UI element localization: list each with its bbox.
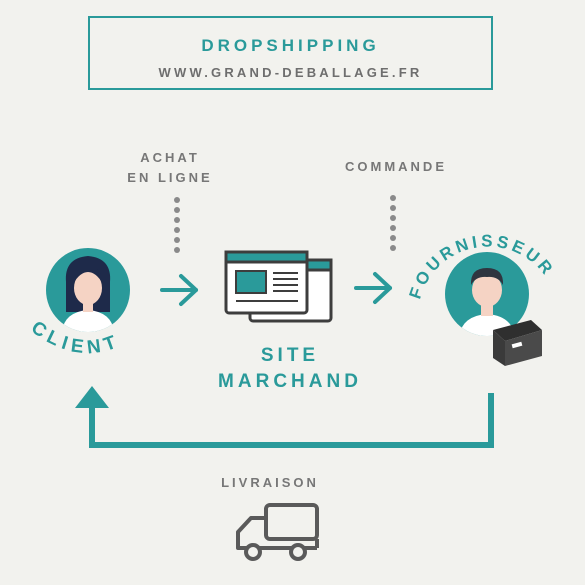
livraison-label: LIVRAISON (221, 475, 319, 490)
website-url: WWW.GRAND-DEBALLAGE.FR (158, 65, 423, 80)
browser-windows-icon (224, 250, 333, 323)
achat-line-2: EN LIGNE (127, 170, 213, 185)
site-marchand-label: SITE MARCHAND (180, 343, 400, 395)
site-line-1: SITE (260, 345, 320, 366)
achat-en-ligne-label: ACHAT EN LIGNE (108, 148, 232, 188)
page-title: DROPSHIPPING (201, 36, 380, 55)
delivery-return-arrow (75, 386, 494, 448)
commande-label: COMMANDE (345, 159, 447, 174)
man-avatar-icon (445, 252, 529, 336)
commande-dotted-line (390, 195, 396, 251)
arrow-right-icon (354, 272, 392, 304)
woman-avatar-icon (46, 248, 130, 332)
arrow-right-icon (160, 274, 198, 306)
achat-dotted-line (174, 197, 180, 253)
header-box: DROPSHIPPING WWW.GRAND-DEBALLAGE.FR (88, 16, 493, 90)
achat-line-1: ACHAT (140, 150, 200, 165)
delivery-truck-icon (236, 503, 319, 561)
site-line-2: MARCHAND (218, 371, 362, 392)
box-icon (493, 320, 542, 366)
